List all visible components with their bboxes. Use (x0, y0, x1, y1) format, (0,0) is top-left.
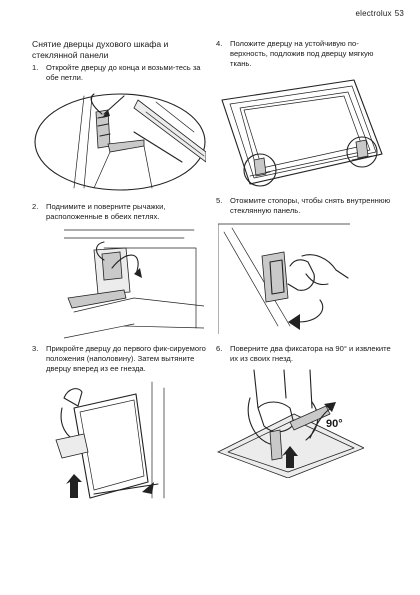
step-text: Поднимите и поверните рычажки, расположе… (46, 202, 166, 221)
step-number: 1. (32, 63, 39, 72)
step-number: 4. (216, 39, 223, 48)
step-3: 3. Прикройте дверцу до первого фик-сируе… (32, 344, 212, 386)
step-text: Поверните два фиксатора на 90° и извлеки… (230, 344, 391, 363)
step-2: 2. Поднимите и поверните рычажки, распол… (32, 202, 210, 224)
step-text: Прикройте дверцу до первого фик-сируемог… (46, 344, 206, 373)
step-text: Откройте дверцу до конца и возьми-тесь з… (46, 63, 201, 82)
figure-open-door-hinges (34, 92, 206, 192)
brand-name: electrolux (355, 9, 392, 18)
figure-rotate-fixtures (214, 368, 364, 478)
figure-pull-door-out (54, 378, 178, 504)
step-number: 5. (216, 196, 223, 205)
step-number: 2. (32, 202, 39, 211)
figure-lift-levers (64, 228, 204, 340)
step-4: 4. Положите дверцу на устойчивую по-верх… (216, 39, 396, 71)
figure-press-stoppers (218, 222, 350, 334)
page-number: 53 (394, 9, 404, 18)
angle-label: 90° (326, 418, 343, 430)
step-text: Отожмите стопоры, чтобы снять внутреннюю… (230, 196, 391, 215)
section-title: Снятие дверцы духового шкафа и стеклянно… (32, 39, 169, 60)
step-1: 1. Откройте дверцу до конца и возьми-тес… (32, 63, 210, 85)
step-text: Положите дверцу на устойчивую по-верхнос… (230, 39, 374, 68)
step-number: 6. (216, 344, 223, 353)
figure-door-on-surface (212, 74, 390, 194)
step-5: 5. Отожмите стопоры, чтобы снять внутрен… (216, 196, 396, 218)
step-number: 3. (32, 344, 39, 353)
step-6: 6. Поверните два фиксатора на 90° и извл… (216, 344, 396, 366)
